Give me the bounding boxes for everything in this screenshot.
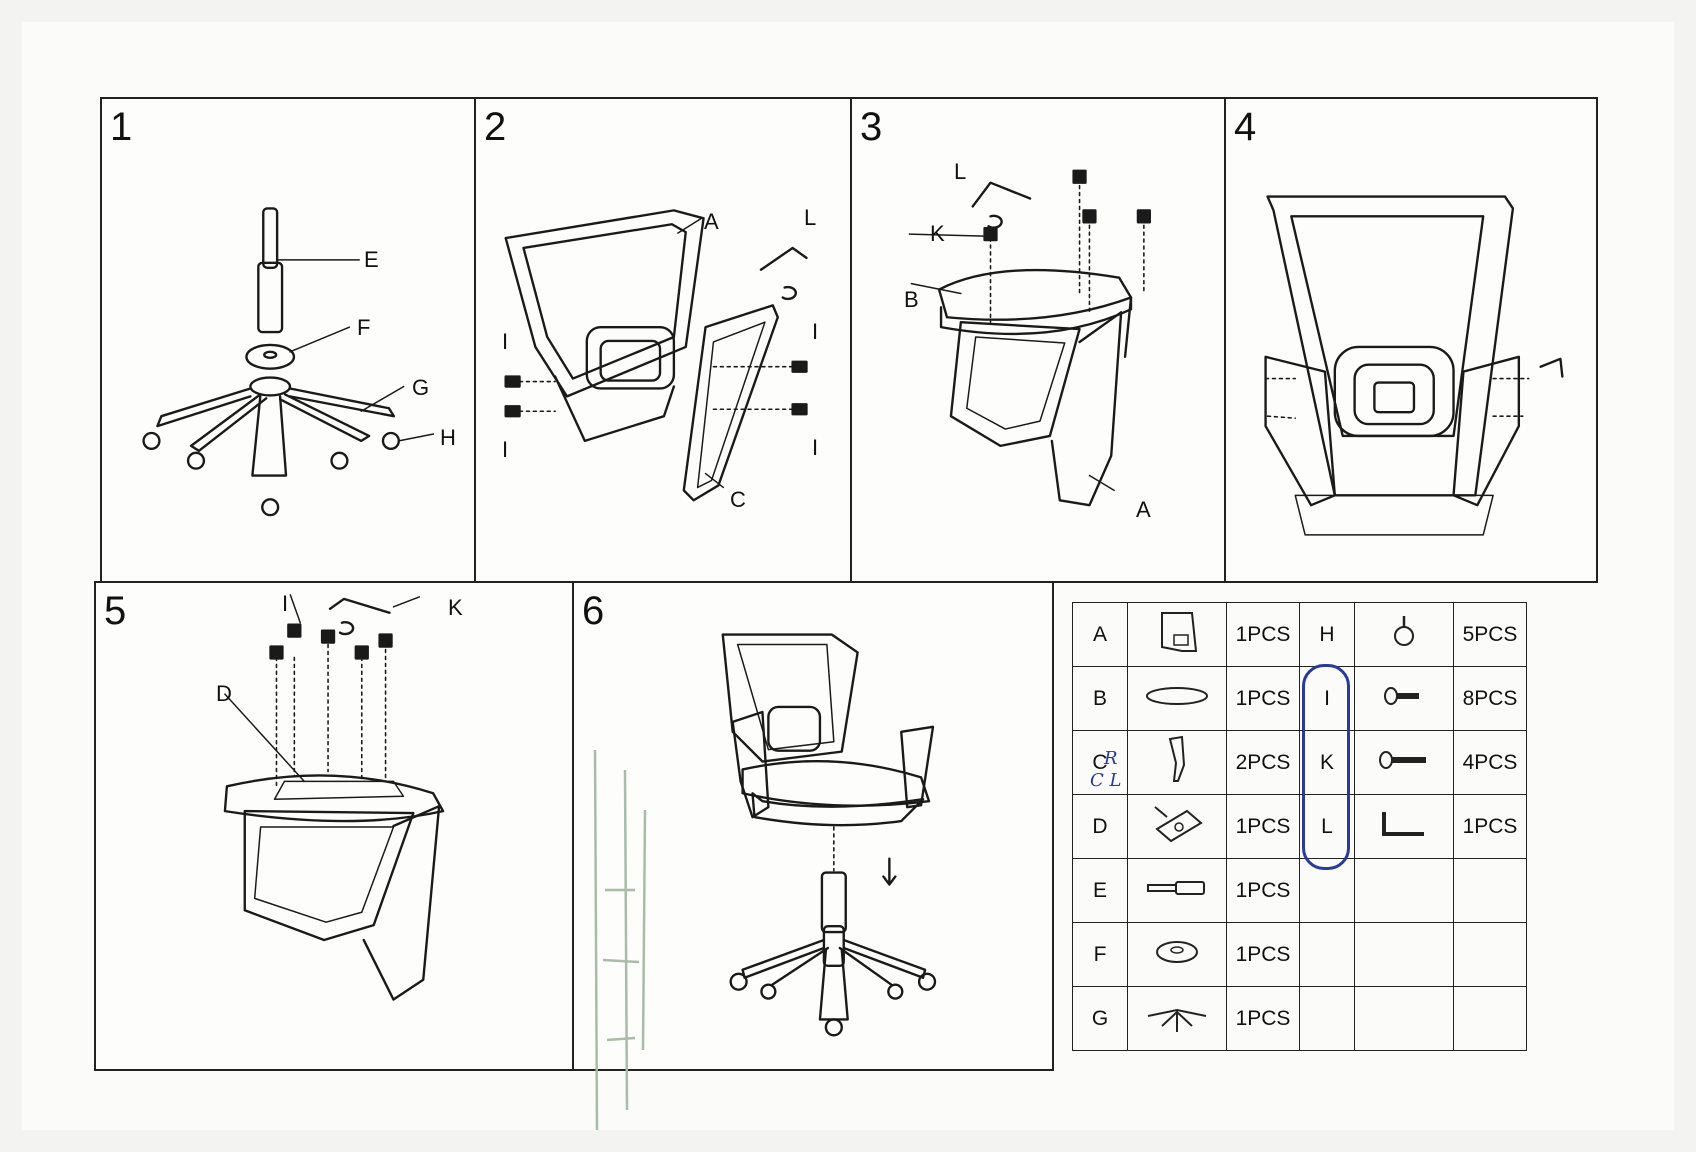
handwritten-circle xyxy=(1302,664,1350,870)
label-l: L xyxy=(954,159,967,184)
label-g: G xyxy=(412,375,430,400)
part-letter: F xyxy=(1072,922,1128,987)
label-a: A xyxy=(704,209,719,234)
part-quantity: 1PCS xyxy=(1226,922,1300,987)
part-quantity: 1PCS xyxy=(1226,794,1300,859)
part-letter: D xyxy=(1072,794,1128,859)
label-h: H xyxy=(440,425,456,450)
empty-cell xyxy=(1453,986,1527,1051)
empty-cell xyxy=(1354,922,1454,987)
seat-assembly-illustration xyxy=(908,169,1151,507)
table-row: G 1PCS xyxy=(1072,986,1527,1051)
table-row: F 1PCS xyxy=(1072,922,1527,987)
armrest-assembly-illustration xyxy=(504,209,808,502)
label-a: A xyxy=(1136,497,1151,522)
seat-icon xyxy=(1127,666,1227,731)
step-number: 1 xyxy=(110,105,133,149)
label-i-bottom-left: I xyxy=(502,437,509,462)
empty-cell xyxy=(1354,858,1454,923)
label-i-bottom-right: I xyxy=(812,435,819,460)
step-3-panel: 3 L K B A xyxy=(850,97,1226,583)
final-assembly-illustration xyxy=(721,633,937,1037)
part-letter: C xyxy=(1072,730,1128,795)
label-b: B xyxy=(904,287,919,312)
armrest-icon xyxy=(1127,730,1227,795)
step-4-panel: 4 xyxy=(1224,97,1598,583)
label-k: K xyxy=(930,221,945,246)
empty-cell xyxy=(1354,986,1454,1051)
mechanism-icon xyxy=(1127,794,1227,859)
empty-cell xyxy=(1453,858,1527,923)
part-letter: G xyxy=(1072,986,1128,1051)
step-number: 6 xyxy=(582,589,605,633)
part-letter-text: C xyxy=(1092,750,1108,774)
part-letter: A xyxy=(1072,602,1128,667)
handwritten-note-r: R xyxy=(1104,748,1118,769)
step-5-panel: 5 I K D xyxy=(94,581,574,1071)
table-row: A 1PCS H 5PCS xyxy=(1072,602,1527,667)
caster-icon xyxy=(1354,602,1454,667)
part-quantity: 8PCS xyxy=(1453,666,1527,731)
step-6-panel: 6 xyxy=(572,581,1054,1071)
part-quantity: 5PCS xyxy=(1453,602,1527,667)
backrest-attach-illustration xyxy=(1264,195,1564,536)
pencil-marks xyxy=(593,750,647,1130)
label-d: D xyxy=(216,681,232,706)
cover-icon xyxy=(1127,922,1227,987)
label-k: K xyxy=(448,595,463,620)
table-row: B 1PCS I 8PCS xyxy=(1072,666,1527,731)
empty-cell xyxy=(1453,922,1527,987)
base-icon xyxy=(1127,986,1227,1051)
backrest-icon xyxy=(1127,602,1227,667)
base-assembly-illustration xyxy=(142,207,435,517)
part-quantity: 2PCS xyxy=(1226,730,1300,795)
part-letter: B xyxy=(1072,666,1128,731)
step-2-panel: 2 A L I I I I C xyxy=(474,97,852,583)
table-row: E 1PCS xyxy=(1072,858,1527,923)
handwritten-note-cl: C L xyxy=(1090,770,1122,791)
empty-cell xyxy=(1299,922,1355,987)
step-number: 5 xyxy=(104,589,127,633)
part-letter: E xyxy=(1072,858,1128,923)
part-quantity: 1PCS xyxy=(1453,794,1527,859)
label-e: E xyxy=(364,247,379,272)
label-i-top-right: I xyxy=(812,319,819,344)
part-quantity: 1PCS xyxy=(1226,858,1300,923)
empty-cell xyxy=(1299,986,1355,1051)
long-bolt-icon xyxy=(1354,730,1454,795)
table-row: C 2PCS K 4PCS xyxy=(1072,730,1527,795)
label-f: F xyxy=(357,315,371,340)
step-number: 4 xyxy=(1234,105,1257,149)
label-l: L xyxy=(804,205,817,230)
label-c: C xyxy=(730,487,746,512)
gas-lift-icon xyxy=(1127,858,1227,923)
part-quantity: 1PCS xyxy=(1226,986,1300,1051)
parts-list-table: A 1PCS H 5PCS B 1PCS I 8PCS C 2PCS K 4PC… xyxy=(1072,602,1527,1051)
allen-key-icon xyxy=(1354,794,1454,859)
table-row: D 1PCS L 1PCS xyxy=(1072,794,1527,859)
step-number: 3 xyxy=(860,105,883,149)
step-1-panel: 1 E F G H xyxy=(100,97,476,583)
label-i-top-left: I xyxy=(502,329,509,354)
label-i: I xyxy=(282,591,289,616)
part-quantity: 1PCS xyxy=(1226,602,1300,667)
part-letter: H xyxy=(1299,602,1355,667)
step-number: 2 xyxy=(484,105,507,149)
part-quantity: 1PCS xyxy=(1226,666,1300,731)
part-quantity: 4PCS xyxy=(1453,730,1527,795)
mechanism-assembly-illustration xyxy=(223,594,445,1001)
short-bolt-icon xyxy=(1354,666,1454,731)
